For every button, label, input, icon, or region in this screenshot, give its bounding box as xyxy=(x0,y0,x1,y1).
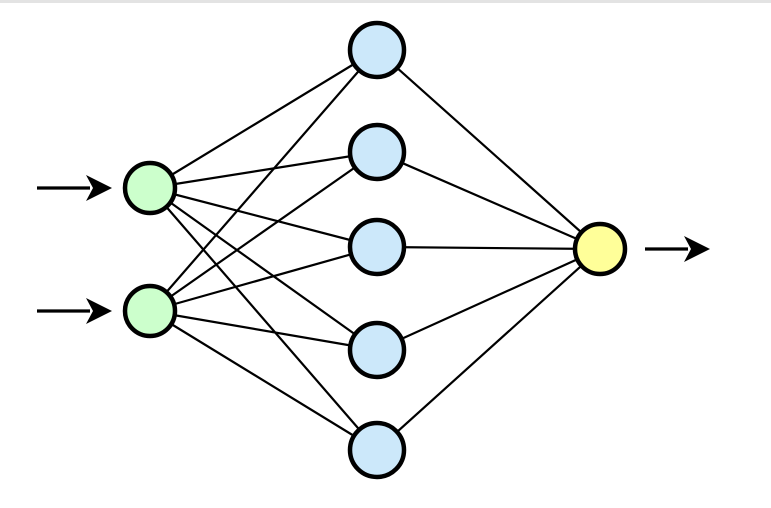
node-h3-hidden[interactable] xyxy=(347,217,407,277)
node-i1-input[interactable] xyxy=(122,160,178,216)
output-arrow-1-head xyxy=(684,236,710,262)
edge-i2-to-h3 xyxy=(148,245,379,313)
edge-i2-to-h5 xyxy=(148,309,379,452)
edge-i1-to-h2 xyxy=(148,150,379,190)
edge-group xyxy=(148,48,602,452)
edge-i1-to-h3 xyxy=(148,186,379,249)
node-h4-hidden[interactable] xyxy=(347,320,407,380)
edge-i2-to-h1 xyxy=(148,48,379,313)
edge-i2-to-h2 xyxy=(148,150,379,313)
edge-i1-to-h5 xyxy=(148,186,379,452)
node-h5-hidden[interactable] xyxy=(347,420,407,480)
node-group xyxy=(122,20,628,480)
input-arrow-2-head xyxy=(86,298,112,324)
node-h1-hidden[interactable] xyxy=(347,20,407,80)
node-o1-output[interactable] xyxy=(572,221,628,277)
node-h2-hidden[interactable] xyxy=(347,122,407,182)
edge-h3-to-o1 xyxy=(375,245,602,251)
edge-h2-to-o1 xyxy=(375,150,602,251)
edge-h1-to-o1 xyxy=(375,48,602,251)
node-i2-input[interactable] xyxy=(122,283,178,339)
edge-i2-to-h4 xyxy=(148,309,379,352)
edge-h4-to-o1 xyxy=(375,247,602,352)
edge-i1-to-h1 xyxy=(148,48,379,190)
top-edge-strip xyxy=(0,0,771,3)
input-arrow-1-head xyxy=(86,175,112,201)
edge-i1-to-h4 xyxy=(148,186,379,352)
edge-h5-to-o1 xyxy=(375,247,602,452)
arrow-group xyxy=(37,175,710,324)
